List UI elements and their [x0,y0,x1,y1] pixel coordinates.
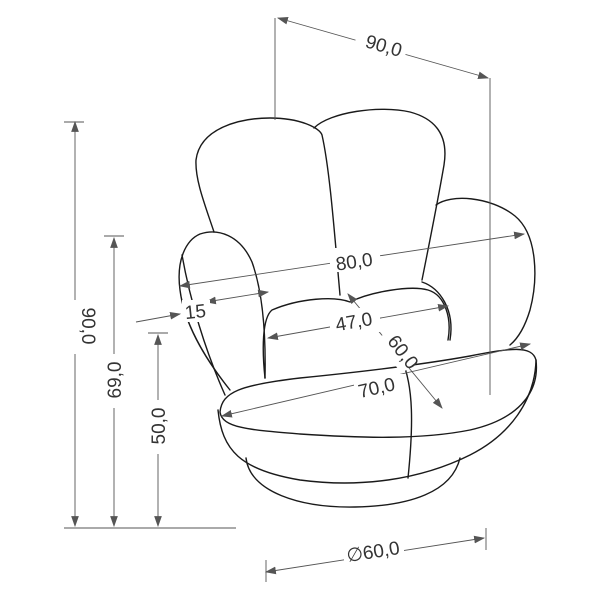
seat-inner [262,287,450,379]
label-arm-thickness: 15 [184,301,207,324]
label-back-width: 80,0 [334,250,374,276]
backrest-center-petal [313,108,446,281]
backrest-left-petal [195,117,341,296]
seat-shell [217,359,537,484]
label-height-total: 90,0 [77,308,98,345]
backrest-right-petal [435,197,536,346]
seat-seam [404,367,413,479]
dimension-lines [64,17,532,582]
label-seat-height: 50,0 [149,408,170,445]
label-arm-height: 69,0 [105,362,126,399]
chair-base [245,457,461,508]
